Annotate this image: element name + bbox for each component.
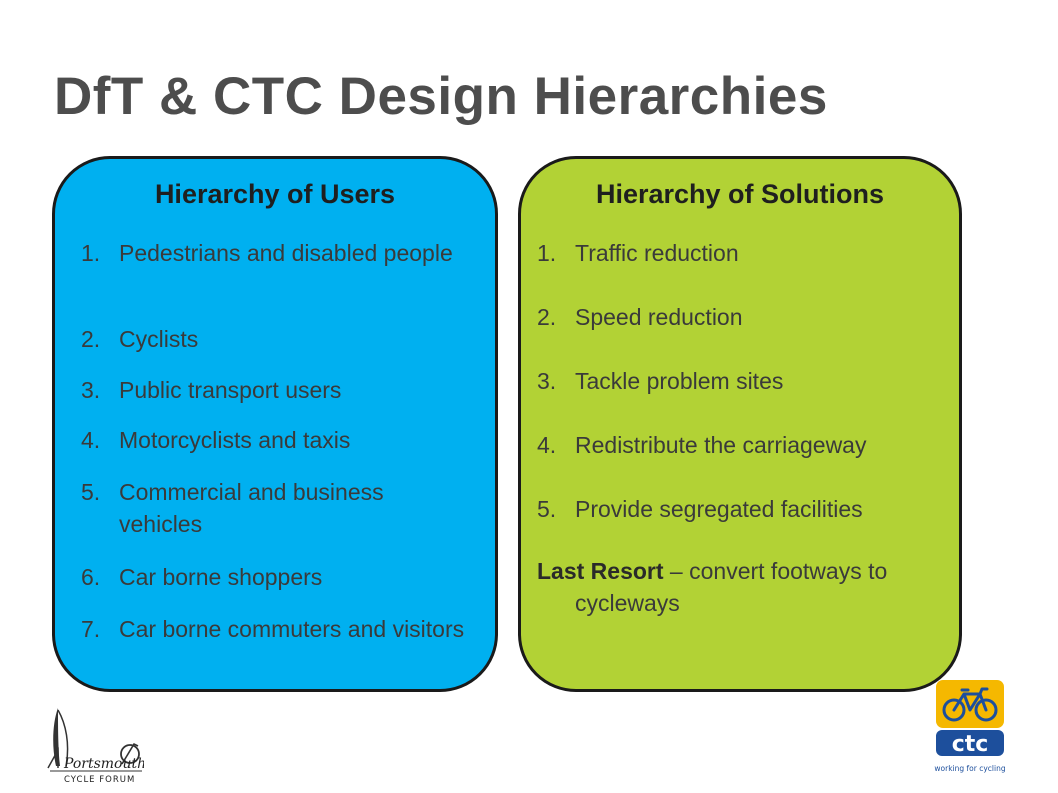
last-resort-note: Last Resort – convert footways to cyclew… [537,555,957,619]
portsmouth-cycle-forum-logo: Portsmouth CYCLE FORUM [47,708,144,785]
portsmouth-logo-sub: CYCLE FORUM [64,775,135,785]
list-item: 3. Public transport users [81,377,342,403]
last-resort-text: – convert footways to cycleways [575,558,888,616]
slide-title: DfT & CTC Design Hierarchies [54,67,828,126]
list-item: 4. Redistribute the carriageway [537,432,867,458]
list-item: 2. Speed reduction [537,304,743,330]
list-item: 1. Traffic reduction [537,240,739,266]
last-resort-label: Last Resort [537,558,664,584]
ctc-logo-name: ctc [952,732,989,757]
users-panel-heading: Hierarchy of Users [154,179,396,209]
portsmouth-logo-name: Portsmouth [63,756,144,772]
list-item: 1. Pedestrians and disabled people [81,240,453,266]
hierarchy-of-solutions-panel: Hierarchy of Solutions 1. Traffic reduct… [518,156,962,692]
solutions-panel-heading: Hierarchy of Solutions [595,179,885,209]
list-item: 7. Car borne commuters and visitors [81,616,465,642]
hierarchy-of-users-panel: Hierarchy of Users 1. Pedestrians and di… [52,156,498,692]
list-item: 5. Commercial and business vehicles [81,479,384,537]
ctc-logo-tagline: working for cycling [934,764,1005,773]
list-item: 3. Tackle problem sites [537,368,784,394]
ctc-logo: ctc working for cycling [934,680,1006,773]
list-item: 6. Car borne shoppers [81,564,323,590]
list-item: 4. Motorcyclists and taxis [81,427,351,453]
list-item: 2. Cyclists [81,326,199,352]
list-item: 5. Provide segregated facilities [537,496,863,522]
